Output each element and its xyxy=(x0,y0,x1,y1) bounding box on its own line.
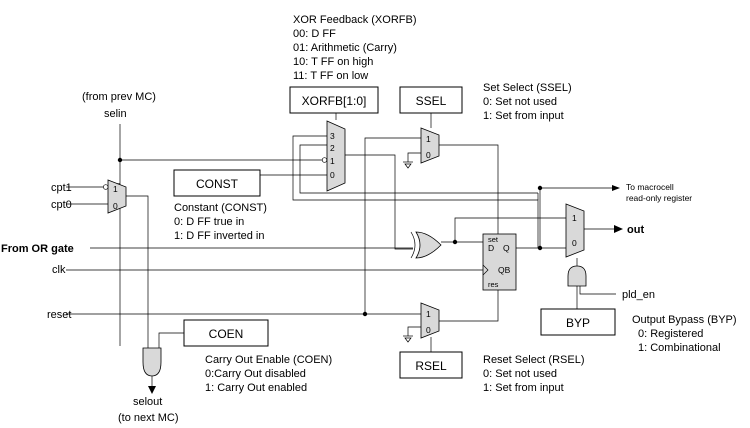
coen-box: COEN xyxy=(183,319,269,347)
coen-option-0: 0:Carry Out disabled xyxy=(205,368,306,380)
cpt-mux-in-1: 1 xyxy=(113,184,118,194)
reset-label: reset xyxy=(47,309,71,321)
const-title: Constant (CONST) xyxy=(174,202,267,214)
xorfb-mode-01: 01: Arithmetic (Carry) xyxy=(293,42,397,54)
const-option-1: 1: D FF inverted in xyxy=(174,230,264,242)
xorfb-mux: 3 2 1 0 xyxy=(326,120,346,192)
ff-res-label: res xyxy=(488,280,499,289)
rsel-box-label: RSEL xyxy=(415,359,447,373)
selout-label: selout xyxy=(133,396,162,408)
wires xyxy=(66,113,616,386)
selout-arrow xyxy=(148,386,156,394)
clk-label: clk xyxy=(52,264,66,276)
from-or-gate-label: From OR gate xyxy=(1,243,74,255)
const-box: CONST xyxy=(173,169,261,197)
ff-d-label: D xyxy=(488,243,494,253)
pld-en-label: pld_en xyxy=(622,289,655,301)
xor-gate xyxy=(410,231,442,259)
selin-label: selin xyxy=(104,108,127,120)
coen-option-1: 1: Carry Out enabled xyxy=(205,382,307,394)
ssel-mux: 1 0 xyxy=(420,127,440,164)
macrocell-arrow xyxy=(612,185,620,191)
flip-flop: set D Q QB res xyxy=(482,233,517,291)
rsel-mux-in-0: 0 xyxy=(426,325,431,335)
byp-box-label: BYP xyxy=(566,316,590,330)
xorfb-mux-in-0: 0 xyxy=(330,170,335,180)
out-arrow xyxy=(614,225,623,233)
xorfb-mux-in-2: 2 xyxy=(330,143,335,153)
ff-q-label: Q xyxy=(503,243,510,253)
cpt-mux-in-0: 0 xyxy=(113,201,118,211)
selout-and-gate xyxy=(142,347,162,377)
from-prev-label: (from prev MC) xyxy=(82,91,156,103)
xorfb-box-label: XORFB[1:0] xyxy=(302,94,367,108)
xorfb-mux-in-3: 3 xyxy=(330,131,335,141)
byp-option-0: 0: Registered xyxy=(638,328,703,340)
rsel-option-0: 0: Set not used xyxy=(483,368,557,380)
rsel-title: Reset Select (RSEL) xyxy=(483,354,584,366)
ssel-mux-in-1: 1 xyxy=(426,134,431,144)
ssel-title: Set Select (SSEL) xyxy=(483,82,572,94)
xorfb-title: XOR Feedback (XORFB) xyxy=(293,14,416,26)
macrocell-label-1: To macrocell xyxy=(626,182,674,192)
ssel-box-label: SSEL xyxy=(416,94,447,108)
rsel-option-1: 1: Set from input xyxy=(483,382,564,394)
xorfb-mode-10: 10: T FF on high xyxy=(293,56,373,68)
ssel-box: SSEL xyxy=(399,86,463,114)
to-next-label: (to next MC) xyxy=(118,412,179,424)
ff-qb-label: QB xyxy=(498,265,511,275)
xorfb-mode-11: 11: T FF on low xyxy=(293,70,368,82)
cpt0-label: cpt0 xyxy=(51,199,72,211)
ssel-option-1: 1: Set from input xyxy=(483,110,564,122)
xorfb-mux-in-1: 1 xyxy=(330,156,335,166)
ssel-mux-in-0: 0 xyxy=(426,150,431,160)
rsel-mux-in-1: 1 xyxy=(426,309,431,319)
cpt1-invert-bubble xyxy=(103,184,109,190)
cpt-mux: 1 0 xyxy=(107,179,127,214)
byp-mux-in-0: 0 xyxy=(572,238,577,248)
macrocell-label-2: read-only register xyxy=(626,193,692,203)
const-option-0: 0: D FF true in xyxy=(174,216,244,228)
byp-and-gate xyxy=(567,265,587,287)
xorfb-mode-00: 00: D FF xyxy=(293,28,336,40)
coen-box-label: COEN xyxy=(209,327,244,341)
byp-mux-in-1: 1 xyxy=(572,213,577,223)
rsel-box: RSEL xyxy=(399,351,463,379)
rsel-mux: 1 0 xyxy=(420,302,440,339)
byp-title: Output Bypass (BYP) xyxy=(632,314,737,326)
xorfb-box: XORFB[1:0] xyxy=(289,86,379,114)
junction-dots xyxy=(117,157,543,317)
byp-option-1: 1: Combinational xyxy=(638,342,721,354)
cpt1-label: cpt1 xyxy=(51,182,72,194)
out-label: out xyxy=(627,224,644,236)
const-box-label: CONST xyxy=(196,177,239,191)
ff-set-label: set xyxy=(488,235,499,244)
xorfb-invert-bubble xyxy=(321,157,328,163)
ssel-option-0: 0: Set not used xyxy=(483,96,557,108)
byp-mux: 1 0 xyxy=(565,203,585,258)
byp-box: BYP xyxy=(540,308,616,336)
coen-title: Carry Out Enable (COEN) xyxy=(205,354,332,366)
